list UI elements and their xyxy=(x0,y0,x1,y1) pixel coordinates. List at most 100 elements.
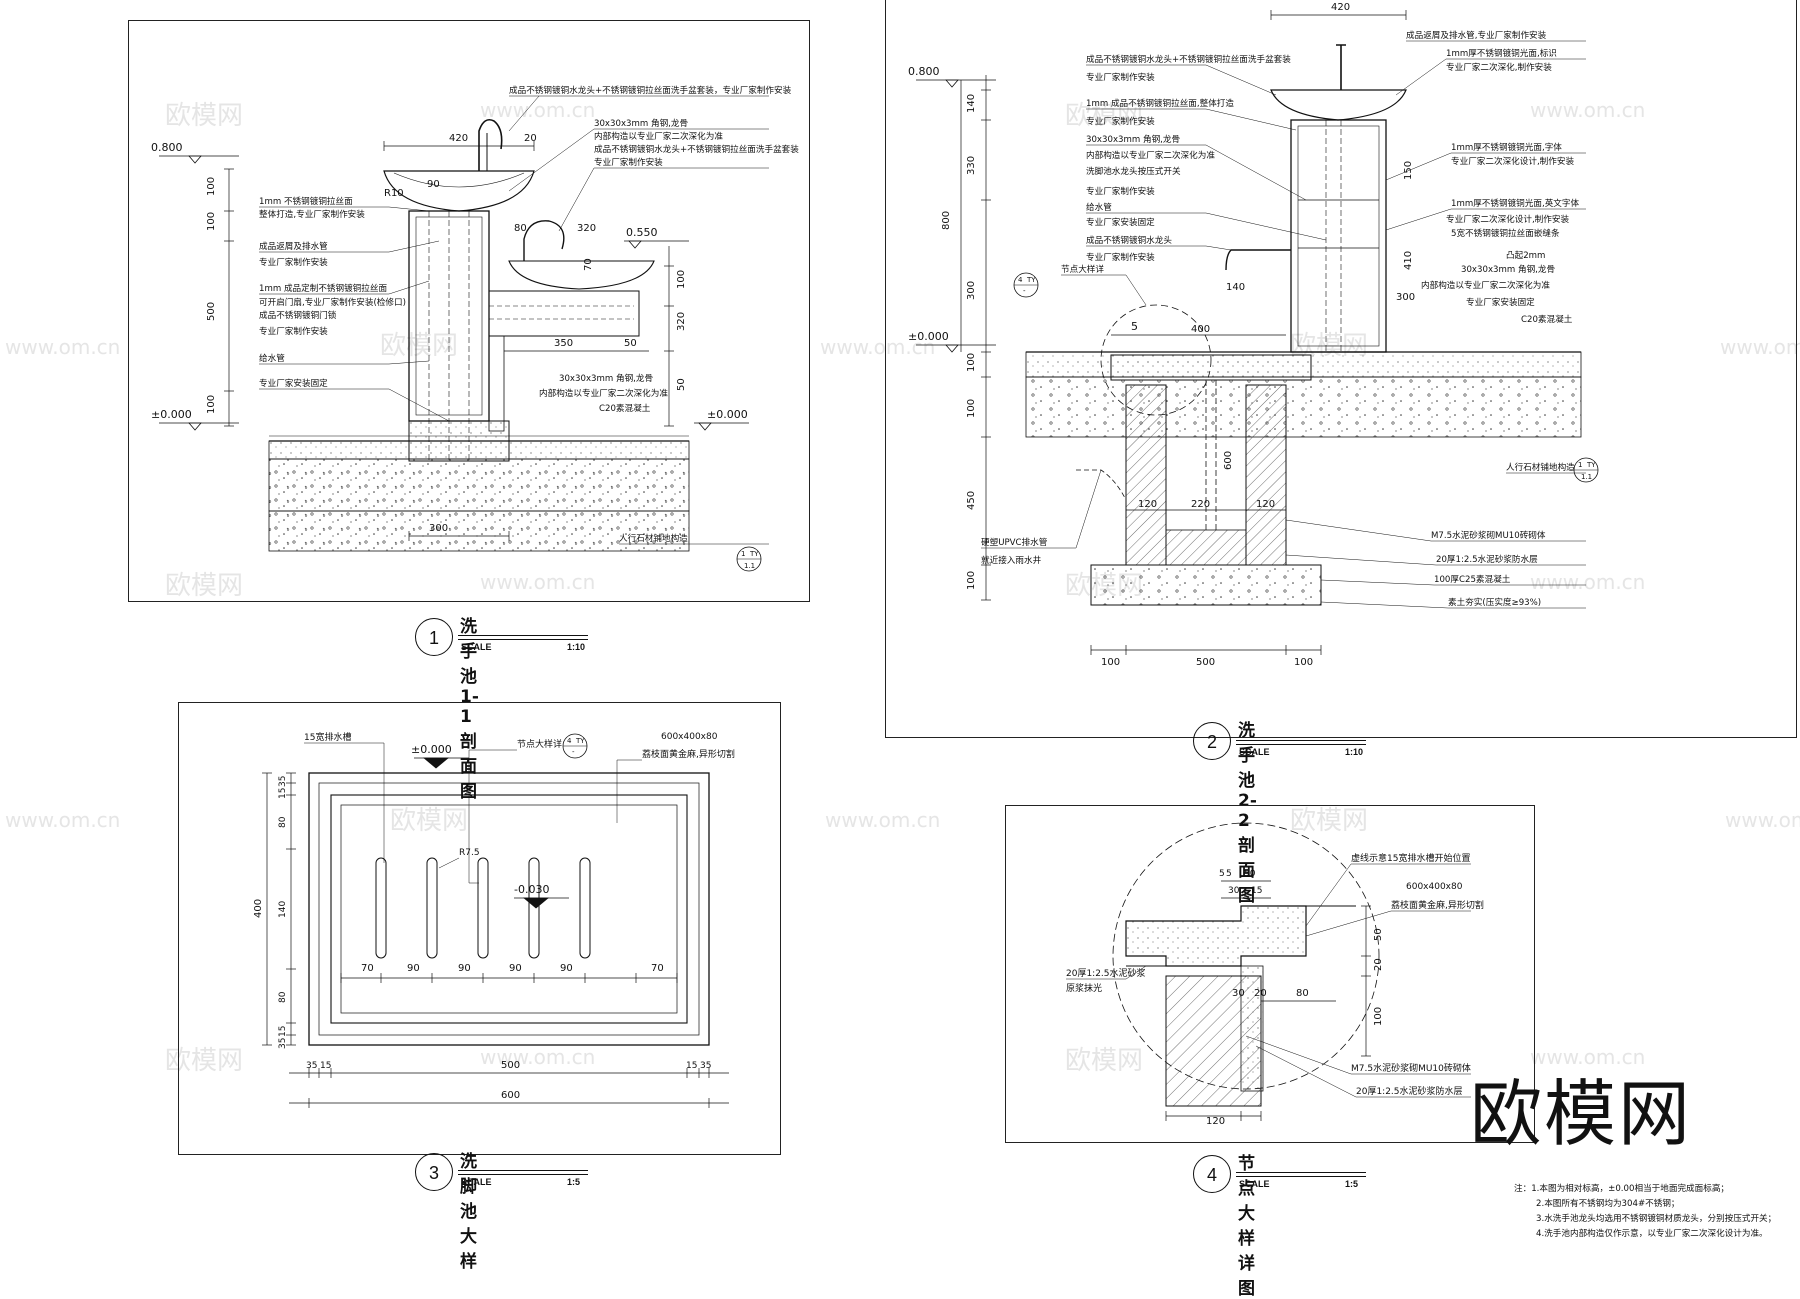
annotation: 成品不锈钢镀铜门锁 xyxy=(259,309,337,321)
general-notes: 注：1.本图为相对标高，±0.00相当于地面完成面标高； 2.本图所有不锈钢均为… xyxy=(1514,1182,1776,1242)
dim: 500 xyxy=(1196,657,1215,668)
detail-ref-id: 1.1 xyxy=(744,562,755,570)
dim: 35 xyxy=(306,1061,317,1071)
drawing-3-scale-label: SCALE xyxy=(461,1177,492,1187)
level-zero: ±0.000 xyxy=(908,330,949,343)
annotation: 专业厂家制作安装 xyxy=(1086,251,1155,263)
drawing-2-scale-label: SCALE xyxy=(1239,747,1270,757)
dim: 30 xyxy=(1232,988,1245,999)
watermark-url: www.om.cn xyxy=(825,808,941,832)
annotation: 30x30x3mm 角钢,龙骨 xyxy=(1461,263,1555,275)
dim: 50 xyxy=(676,378,687,391)
dim: 100 xyxy=(676,270,687,289)
dim: 90 xyxy=(509,963,522,974)
annotation: 成品返屑及排水管 xyxy=(259,240,328,252)
dim: 80 xyxy=(1296,988,1309,999)
annotation: 专业厂家制作安装 xyxy=(259,325,328,337)
dim: 20 xyxy=(1254,988,1267,999)
dim: 320 xyxy=(676,312,687,331)
detail-ref-sheet: TY xyxy=(575,737,585,745)
detail-ref-sheet: TY xyxy=(749,550,759,558)
annotation: 就近接入雨水井 xyxy=(981,554,1042,566)
annotation: 节点大样详 xyxy=(517,738,562,750)
detail-ref-id: 1.1 xyxy=(1581,473,1592,481)
drawing-2-title: 洗手池2-2剖面图 xyxy=(1238,721,1257,906)
level-minus-0030: -0.030 xyxy=(514,883,549,896)
annotation: 20厚1:2.5水泥砂浆 xyxy=(1066,967,1146,979)
annotation: M7.5水泥砂浆砌MU10砖砌体 xyxy=(1351,1062,1471,1074)
detail-ref-sheet: TY xyxy=(1026,276,1036,284)
dim: 120 xyxy=(1206,1116,1225,1127)
drawing-4-scale: 1:5 xyxy=(1345,1179,1359,1189)
dim: 100 xyxy=(1373,1007,1384,1026)
dim: 140 xyxy=(278,901,288,918)
drawing-4-frame: 5 5 50 30 15 120 30 20 80 50 20 100 虚线示意… xyxy=(1005,805,1535,1143)
annotation: 成品不锈钢镀铜水龙头 xyxy=(1086,234,1172,246)
drawing-1-scale: 1:10 xyxy=(567,642,586,652)
annotation: 整体打造,专业厂家制作安装 xyxy=(259,208,365,220)
dim: 35 xyxy=(700,1061,711,1071)
level-0800: 0.800 xyxy=(151,141,183,154)
drawing-1-title: 洗手池1-1剖面图 xyxy=(460,617,479,802)
annotation: 20厚1:2.5水泥砂浆防水层 xyxy=(1356,1085,1463,1097)
drain-slot xyxy=(528,857,540,959)
dim: 220 xyxy=(1191,499,1210,510)
watermark-url: www.om.cn xyxy=(480,570,596,594)
annotation: 硬塑UPVC排水管 xyxy=(981,536,1048,548)
dim: 100 xyxy=(966,571,977,590)
watermark-url: www.om.cn xyxy=(1720,335,1800,359)
annotation: R7.5 xyxy=(459,848,480,858)
dim: 500 xyxy=(501,1060,520,1071)
watermark-url: www.om.cn xyxy=(820,335,936,359)
detail-ref-id: - xyxy=(572,748,575,756)
dim: 15 xyxy=(686,1061,697,1071)
note-line: 2.本图所有不锈钢均为304#不锈钢； xyxy=(1536,1199,1680,1209)
dim: 120 xyxy=(1138,499,1157,510)
annotation: 成品返屑及排水管,专业厂家制作安装 xyxy=(1406,29,1547,41)
annotation: 凸起2mm xyxy=(1506,250,1545,261)
circle-label: 5 xyxy=(1131,320,1138,333)
dim: 100 xyxy=(966,353,977,372)
drawing-2-frame: 5 0.800 ±0.000 140 330 800 300 100 xyxy=(885,0,1797,738)
annotation: 1mm厚不锈钢镀铜光面,字体 xyxy=(1451,141,1562,153)
annotation: 专业厂家制作安装 xyxy=(1086,115,1155,127)
level-0550: 0.550 xyxy=(626,226,658,239)
drain-slot xyxy=(477,857,489,959)
annotation: 成品不锈钢镀铜水龙头+不锈钢镀铜拉丝面洗手盆套装，专业厂家制作安装 xyxy=(509,84,792,96)
annotation: 节点大样详 xyxy=(1061,263,1104,275)
annotation: 30x30x3mm 角钢,龙骨 xyxy=(1086,133,1180,145)
dim: 100 xyxy=(1294,657,1313,668)
dim: 300 xyxy=(429,523,448,534)
watermark-brand: 欧模网 xyxy=(165,571,244,601)
annotation: 可开启门扇,专业厂家制作安装(检修口) xyxy=(259,296,406,308)
annotation: 内部构造以专业厂家二次深化为准 xyxy=(1421,279,1550,291)
annotation: 专业厂家制作安装 xyxy=(259,256,328,268)
note-line: 注：1.本图为相对标高，±0.00相当于地面完成面标高； xyxy=(1514,1184,1730,1194)
drawing-1-frame: 0.800 0.550 ±0.000 ±0.000 100 100 500 10… xyxy=(128,20,810,602)
note-line: 3.水洗手池龙头均选用不锈钢镀铜材质龙头，分别按压式开关； xyxy=(1536,1214,1777,1224)
dim: 140 xyxy=(1226,282,1245,293)
annotation: 人行石材铺地构造 xyxy=(1506,461,1575,473)
drain-slot xyxy=(579,857,591,959)
annotation: 30x30x3mm 角钢,龙骨 xyxy=(594,117,688,129)
annotation: 给水管 xyxy=(1086,201,1112,213)
detail-ref-num: 1 xyxy=(741,550,745,558)
dim: 350 xyxy=(554,338,573,349)
dim: 600 xyxy=(501,1090,520,1101)
dim: 50 xyxy=(1373,928,1384,941)
watermark-url: www.om.cn xyxy=(480,1045,596,1069)
annotation: 600x400x80 xyxy=(1406,882,1463,892)
dim: 100 xyxy=(1101,657,1120,668)
brand-logo-text: 欧模网 xyxy=(1470,1072,1693,1156)
annotation: 30x30x3mm 角钢,龙骨 xyxy=(559,372,653,384)
annotation: 专业厂家二次深化设计,制作安装 xyxy=(1446,213,1569,225)
annotation: 成品不锈钢镀铜水龙头+不锈钢镀铜拉丝面洗手盆套装 xyxy=(1086,53,1291,65)
annotation: 1mm 成品不锈钢镀铜拉丝面,整体打造 xyxy=(1086,97,1234,109)
annotation: 专业厂家制作安装 xyxy=(1086,71,1155,83)
annotation: 给水管 xyxy=(259,352,285,364)
detail-ref-sheet: TY xyxy=(1586,461,1596,469)
dim: 90 xyxy=(560,963,573,974)
watermark-brand: 欧模网 xyxy=(380,331,459,361)
watermark-brand: 欧模网 xyxy=(1290,806,1369,836)
drawing-2-number: 2 xyxy=(1193,722,1231,760)
